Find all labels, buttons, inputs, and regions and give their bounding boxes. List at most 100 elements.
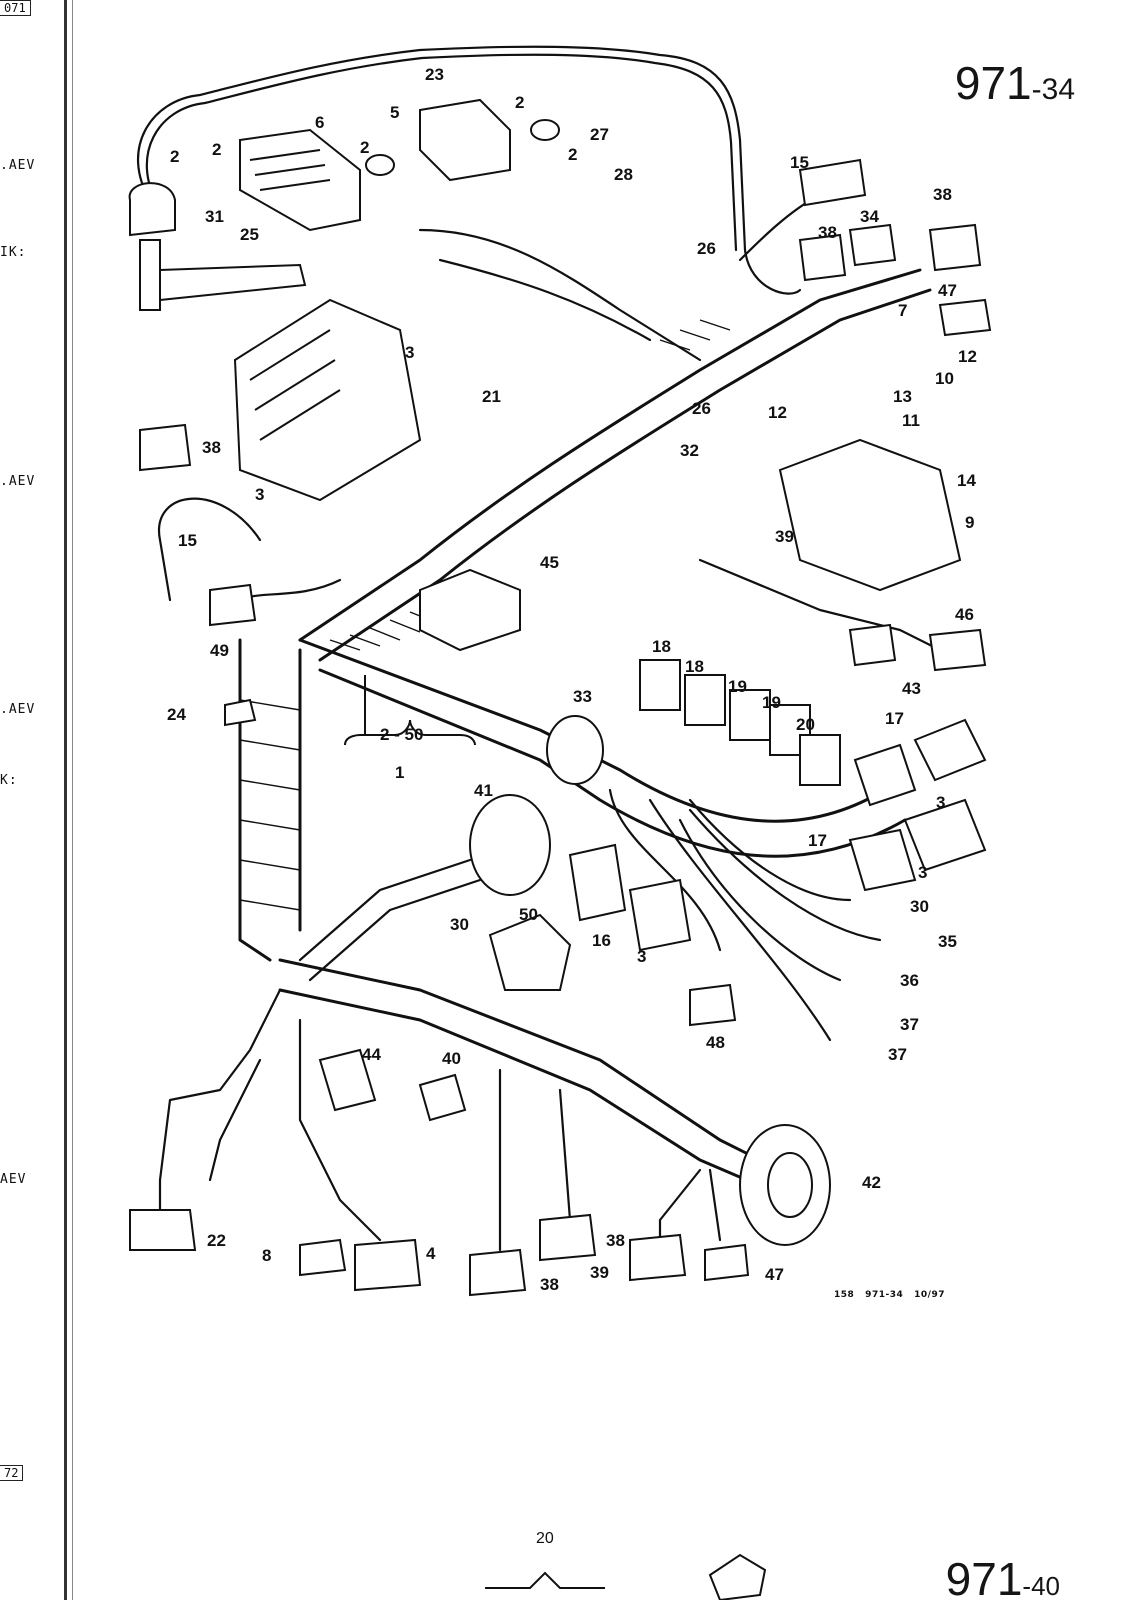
relay-3b	[903, 798, 987, 872]
harness-top-loop	[137, 45, 802, 295]
component-42-inner	[767, 1152, 813, 1218]
callout-c42: 42	[862, 1173, 881, 1192]
footer-arrow	[485, 1571, 605, 1589]
component-44	[318, 1048, 377, 1112]
callout-c2d: 2	[515, 93, 524, 112]
callout-c35: 35	[938, 932, 957, 951]
wire-36	[678, 818, 842, 982]
component-42	[739, 1124, 831, 1246]
callout-c12b: 12	[768, 403, 787, 422]
callout-c26a: 26	[697, 239, 716, 258]
callout-c38d: 38	[540, 1275, 559, 1294]
callout-c14: 14	[957, 471, 976, 490]
harness-bottom-diagonal-2	[278, 988, 772, 1192]
callout-c2b: 2	[212, 140, 221, 159]
callout-c39b: 39	[590, 1263, 609, 1282]
callout-c3e: 3	[637, 947, 646, 966]
callout-c38a: 38	[818, 223, 837, 242]
base-17b	[848, 828, 917, 892]
callout-c25: 25	[240, 225, 259, 244]
connector-39b	[629, 1233, 687, 1282]
harness-main-diagonal	[298, 268, 922, 642]
plug-24	[224, 698, 257, 727]
callout-c38c: 38	[202, 438, 221, 457]
connector-48	[689, 983, 737, 1027]
branch-39	[658, 1168, 702, 1242]
strip-label: AEV	[0, 1172, 27, 1187]
component-33	[546, 715, 604, 785]
connector-49	[209, 583, 257, 627]
callout-c10: 10	[935, 369, 954, 388]
connector-47a	[938, 298, 992, 337]
branch-46	[698, 558, 942, 652]
binding-line	[64, 0, 67, 1600]
callout-c30b: 30	[910, 897, 929, 916]
connector-38e	[539, 1213, 597, 1262]
component-6-detail	[249, 149, 331, 191]
connector-38b	[928, 223, 982, 272]
footer-connector	[708, 1553, 767, 1600]
harness-branch-upper-2	[438, 258, 652, 342]
callout-c18a: 18	[652, 637, 671, 656]
strip-ref-bottom: 72	[0, 1465, 24, 1481]
callout-c19a: 19	[728, 677, 747, 696]
wire-48	[608, 788, 722, 952]
component-9	[778, 438, 962, 592]
callout-c46: 46	[955, 605, 974, 624]
callout-c6: 6	[315, 113, 324, 132]
callout-c13: 13	[893, 387, 912, 406]
callout-c11: 11	[902, 411, 920, 430]
component-40	[418, 1073, 467, 1122]
callout-c17a: 17	[885, 709, 904, 728]
hatch-b	[239, 699, 301, 911]
callout-c37a: 37	[900, 1015, 919, 1034]
left-margin-strip: 071 .AEV IK: .AEV .AEV K: AEV 72	[0, 0, 80, 1600]
callout-c36: 36	[900, 971, 919, 990]
component-45	[419, 568, 521, 652]
callout-c3d: 3	[918, 863, 927, 882]
component-50	[488, 913, 572, 991]
callout-c47b: 47	[765, 1265, 784, 1284]
callout-c20: 20	[796, 715, 815, 734]
callout-c1: 1	[395, 763, 404, 782]
callout-c15b: 15	[178, 531, 197, 550]
callout-c21: 21	[482, 387, 501, 406]
callout-c17b: 17	[808, 831, 827, 850]
component-6	[239, 128, 361, 232]
connector-8	[299, 1238, 347, 1277]
strip-label: .AEV	[0, 702, 36, 717]
callout-c37b: 37	[888, 1045, 907, 1064]
connector-47b	[704, 1243, 750, 1282]
page-number-heading: 971-34	[955, 56, 1075, 110]
wire-49	[238, 578, 342, 602]
harness-lower-trunk	[298, 638, 902, 823]
connector-46	[928, 628, 987, 672]
callout-c30a: 30	[450, 915, 469, 934]
callout-c43: 43	[902, 679, 921, 698]
heading-main: 971	[954, 57, 1032, 109]
binding-line-inner	[72, 0, 73, 1600]
strip-label: .AEV	[0, 474, 36, 489]
harness-top-loop-inner	[145, 53, 738, 252]
strip-label: .AEV	[0, 158, 36, 173]
callout-c45: 45	[540, 553, 559, 572]
component-5	[419, 98, 511, 182]
connector-34	[848, 223, 897, 267]
harness-main-diagonal-2	[318, 288, 932, 662]
footer-heading-main: 971	[945, 1553, 1023, 1605]
heading-suffix: -34	[1031, 73, 1075, 106]
callout-c40: 40	[442, 1049, 461, 1068]
harness-to-41	[298, 858, 472, 962]
component-16	[568, 843, 627, 922]
harness-lines	[137, 45, 942, 1252]
relay-3c	[628, 878, 692, 952]
hatch-c	[659, 319, 731, 351]
callout-c49: 49	[210, 641, 229, 660]
callout-c47a: 47	[938, 281, 957, 300]
base-17a	[853, 743, 917, 807]
callout-c28: 28	[614, 165, 633, 184]
callout-c3a: 3	[405, 343, 414, 362]
wire-30	[688, 798, 852, 902]
branch-22	[158, 988, 282, 1212]
